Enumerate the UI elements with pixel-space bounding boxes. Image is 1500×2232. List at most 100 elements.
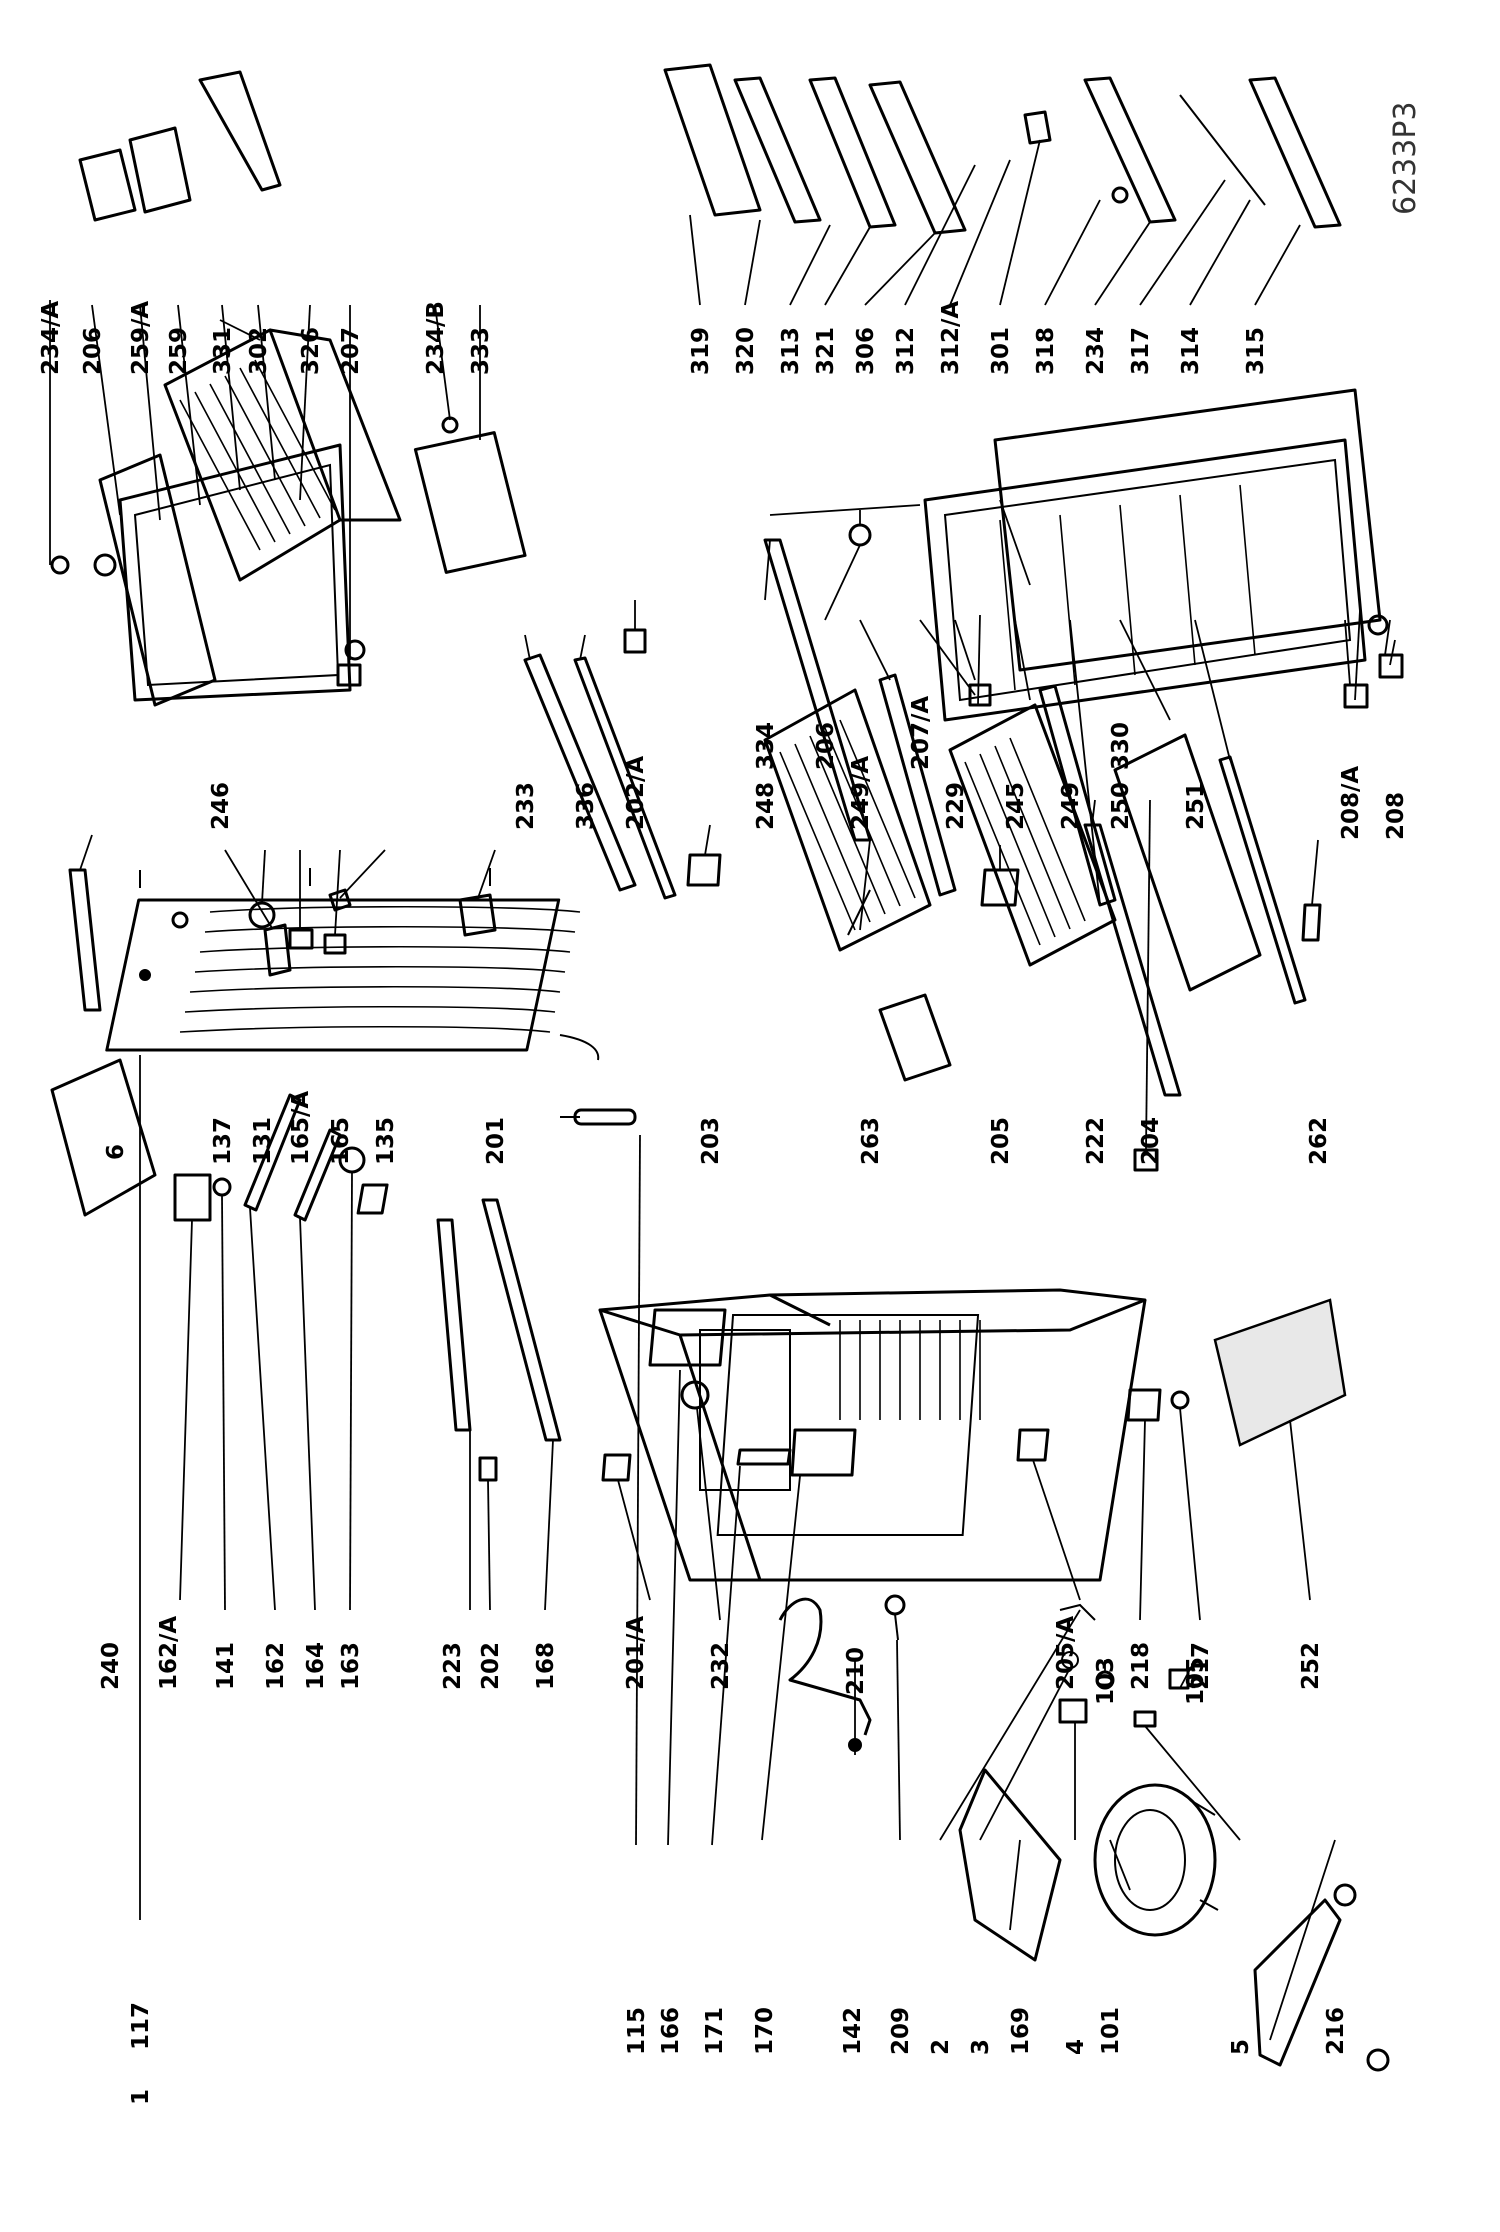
label-234a: 234/A bbox=[38, 301, 64, 375]
label-252: 252 bbox=[1298, 1642, 1324, 1690]
label-259a: 259/A bbox=[128, 301, 154, 375]
part-313 bbox=[808, 76, 897, 229]
label-334: 334 bbox=[753, 722, 779, 770]
label-207a: 207/A bbox=[908, 696, 934, 770]
label-223: 223 bbox=[440, 1642, 466, 1690]
label-201a: 201/A bbox=[623, 1616, 649, 1690]
label-169: 169 bbox=[1008, 2007, 1034, 2055]
label-6: 6 bbox=[103, 1144, 129, 1160]
part-233 bbox=[523, 653, 637, 892]
part-206b bbox=[848, 523, 872, 547]
label-249a: 249/A bbox=[848, 756, 874, 830]
label-249: 249 bbox=[1058, 782, 1084, 830]
part-number-labels: 1 117 115 166 171 170 142 209 2 3 169 4 … bbox=[38, 101, 1423, 2105]
label-208a: 208/A bbox=[1338, 766, 1364, 840]
part-stud bbox=[884, 1594, 906, 1641]
label-312a: 312/A bbox=[938, 301, 964, 375]
part-135 bbox=[328, 888, 352, 912]
label-137: 137 bbox=[210, 1117, 236, 1165]
part-bracket bbox=[790, 1428, 857, 1477]
part-hinge-pin bbox=[1367, 614, 1389, 636]
label-333: 333 bbox=[468, 327, 494, 375]
label-170: 170 bbox=[752, 2007, 778, 2055]
part-320 bbox=[733, 76, 822, 224]
part-207 bbox=[336, 663, 362, 687]
part-208 bbox=[1378, 653, 1404, 679]
label-216: 216 bbox=[1323, 2007, 1349, 2055]
part-freezer-door bbox=[50, 443, 352, 707]
label-205a: 205/A bbox=[1053, 1616, 1079, 1690]
label-4: 4 bbox=[1063, 2039, 1089, 2055]
part-base-plate bbox=[1253, 1883, 1390, 2072]
part-clip bbox=[736, 1448, 792, 1466]
label-262: 262 bbox=[1306, 1117, 1332, 1165]
part-326 bbox=[198, 70, 282, 192]
part-105 bbox=[1168, 1668, 1190, 1690]
part-234-pin bbox=[1111, 186, 1129, 204]
part-202a bbox=[623, 628, 647, 654]
label-234b: 234/B bbox=[423, 301, 449, 375]
part-205a bbox=[1016, 1428, 1050, 1462]
part-168 bbox=[481, 1198, 562, 1442]
part-glass-shelf bbox=[1113, 733, 1262, 992]
part-202 bbox=[478, 1456, 498, 1482]
part-2 bbox=[1059, 1603, 1096, 1621]
label-163: 163 bbox=[338, 1642, 364, 1690]
part-222 bbox=[1083, 823, 1182, 1097]
label-207: 207 bbox=[338, 327, 364, 375]
label-319: 319 bbox=[688, 327, 714, 375]
label-209: 209 bbox=[888, 2007, 914, 2055]
leader-lines bbox=[49, 139, 1396, 2041]
label-202a: 202/A bbox=[623, 756, 649, 830]
part-207-pin bbox=[344, 639, 366, 661]
part-162 bbox=[243, 1093, 302, 1212]
part-201 bbox=[458, 893, 497, 937]
part-234b bbox=[441, 416, 459, 434]
label-162a: 162/A bbox=[156, 1616, 182, 1690]
part-232 bbox=[680, 1380, 710, 1410]
label-202: 202 bbox=[478, 1642, 504, 1690]
label-206b: 206 bbox=[813, 722, 839, 770]
part-ice-tray bbox=[50, 1058, 157, 1217]
label-210: 210 bbox=[843, 1647, 869, 1695]
part-318 bbox=[1023, 110, 1052, 145]
label-217: 217 bbox=[1188, 1642, 1214, 1690]
part-263 bbox=[847, 889, 871, 936]
part-164 bbox=[293, 1128, 342, 1222]
part-229 bbox=[878, 993, 952, 1082]
label-331: 331 bbox=[210, 327, 236, 375]
label-312: 312 bbox=[893, 327, 919, 375]
label-164: 164 bbox=[303, 1642, 329, 1690]
label-165a: 165/A bbox=[288, 1091, 314, 1165]
label-141: 141 bbox=[213, 1642, 239, 1690]
label-229: 229 bbox=[943, 782, 969, 830]
label-171: 171 bbox=[702, 2007, 728, 2055]
label-3: 3 bbox=[968, 2039, 994, 2055]
label-313: 313 bbox=[778, 327, 804, 375]
part-165a bbox=[288, 928, 314, 950]
label-135: 135 bbox=[373, 1117, 399, 1165]
part-relay bbox=[1058, 1698, 1088, 1724]
part-141 bbox=[212, 1177, 232, 1197]
part-223 bbox=[436, 1218, 472, 1432]
label-115: 115 bbox=[624, 2007, 650, 2055]
part-333 bbox=[413, 431, 527, 574]
part-evap-tray bbox=[958, 1768, 1062, 1962]
part-336 bbox=[573, 656, 677, 900]
part-drain-tube bbox=[778, 1597, 872, 1736]
label-218: 218 bbox=[1128, 1642, 1154, 1690]
part-131 bbox=[248, 901, 276, 929]
part-259a bbox=[78, 148, 137, 222]
label-1: 1 bbox=[128, 2089, 154, 2105]
label-205: 205 bbox=[988, 1117, 1014, 1165]
part-205 bbox=[980, 868, 1020, 907]
label-318: 318 bbox=[1033, 327, 1059, 375]
part-compressor bbox=[1093, 1783, 1219, 1937]
label-306: 306 bbox=[853, 327, 879, 375]
part-306 bbox=[868, 80, 967, 235]
part-wire-shelf-lower bbox=[948, 684, 1117, 967]
part-small-screw bbox=[171, 911, 189, 929]
label-131: 131 bbox=[250, 1117, 276, 1165]
part-wire-shelf-upper bbox=[763, 673, 957, 952]
